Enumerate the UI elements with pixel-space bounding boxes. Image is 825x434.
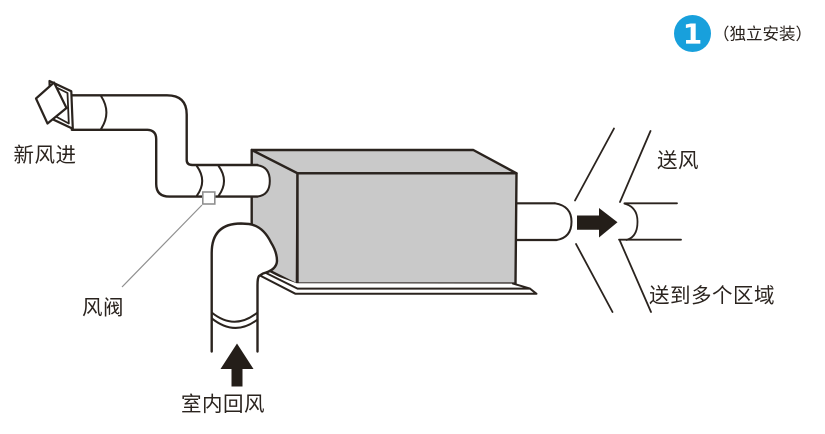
label-damper: 风阀 [82,296,124,320]
duct-joint-ring [210,317,259,329]
branch-down-line [575,243,614,313]
return-air-duct [210,222,279,387]
badge-circle [674,15,711,52]
branch-up-line [574,127,615,202]
branch-up-line [619,130,652,203]
duct-joint-ring [210,311,259,323]
label-return-air: 室内回风 [181,392,265,416]
label-supply-air: 送风 [657,149,699,173]
step-badge: 1 （独立安装） [674,15,812,52]
vent-flap [34,81,68,125]
fresh-air-duct [34,79,271,288]
duct-joint-ring [100,95,108,130]
supply-duct [515,127,682,313]
label-fresh-air-in: 新风进 [14,143,77,167]
label-supply-zones: 送到多个区域 [649,284,775,308]
fresh-air-intake-vent [34,79,74,130]
badge-number: 1 [683,18,702,51]
duct-end-cap [554,202,573,241]
duct-joint-ring [217,165,225,197]
up-arrow-icon [220,343,254,387]
flow-arrow-icon [577,208,618,238]
damper-leader-line [121,204,203,288]
unit-front-face [296,172,518,285]
erv-unit-box [250,148,518,286]
branch-duct-lines [574,127,682,313]
duct-end-cap [256,164,271,198]
branch-down-line [619,240,652,313]
duct-joint-ring [195,165,204,197]
damper-square [202,191,216,205]
badge-caption: （独立安装） [713,25,812,44]
duct-end-cap [623,202,639,241]
